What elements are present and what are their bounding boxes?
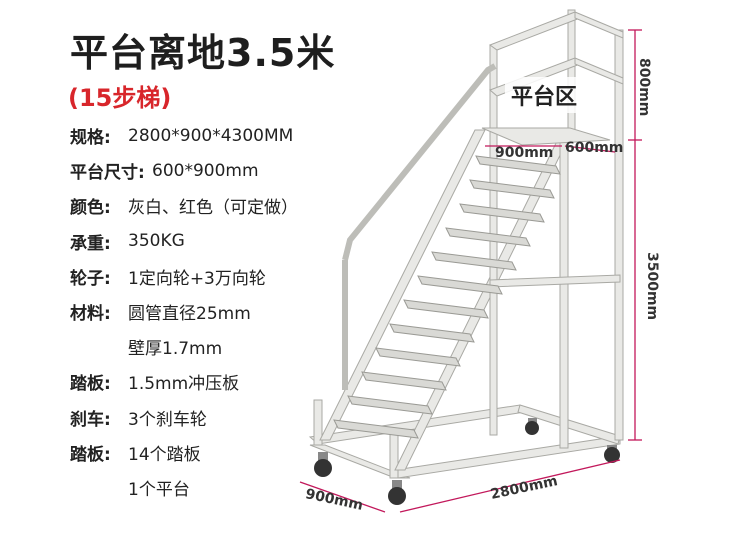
spec-value: 壁厚1.7mm — [128, 339, 223, 360]
spec-row-treads-cont: 1个平台 — [70, 470, 330, 505]
dim-platform-height: 800mm — [636, 58, 652, 117]
dimension-lines — [299, 29, 642, 513]
spec-row-tread: 踏板: 1.5mm冲压板 — [70, 364, 330, 399]
spec-value: 1.5mm冲压板 — [128, 374, 240, 395]
wheel-icon — [604, 445, 620, 463]
ladder-illustration — [299, 9, 642, 513]
spec-label: 承重: — [70, 233, 111, 254]
spec-label: 平台尺寸: — [70, 163, 145, 184]
spec-row-wheels: 轮子: 1定向轮+3万向轮 — [70, 259, 330, 294]
spec-label: 刹车: — [70, 409, 111, 430]
wheel-icon — [388, 480, 406, 505]
spec-label: 轮子: — [70, 268, 111, 289]
dim-platform-depth: 600mm — [565, 140, 624, 156]
wheel-icon — [525, 418, 539, 435]
spec-row-brake: 刹车: 3个刹车轮 — [70, 400, 330, 435]
spec-value: 1个平台 — [128, 479, 190, 500]
spec-label: 规格: — [70, 128, 111, 149]
spec-row-load: 承重: 350KG — [70, 224, 330, 259]
spec-row-size: 规格: 2800*900*4300MM — [70, 118, 330, 153]
spec-row-material-cont: 壁厚1.7mm — [70, 329, 330, 364]
wheel-icon — [314, 452, 332, 477]
spec-label: 颜色: — [70, 198, 111, 219]
platform-area-label: 平台区 — [505, 77, 584, 113]
spec-value: 600*900mm — [152, 160, 259, 181]
page-title: 平台离地3.5米 — [70, 31, 336, 75]
spec-row-platform-size: 平台尺寸: 600*900mm — [70, 153, 330, 188]
spec-row-color: 颜色: 灰白、红色（可定做） — [70, 188, 330, 223]
dim-platform-width: 900mm — [495, 145, 554, 161]
spec-label: 踏板: — [70, 444, 111, 465]
dim-height: 3500mm — [644, 252, 660, 321]
spec-value: 2800*900*4300MM — [128, 125, 294, 146]
spec-label: 材料: — [70, 304, 111, 325]
spec-value: 圆管直径25mm — [128, 304, 251, 325]
spec-value: 1定向轮+3万向轮 — [128, 268, 266, 289]
treads — [333, 155, 561, 439]
spec-row-material: 材料: 圆管直径25mm — [70, 294, 330, 329]
caster-wheels — [314, 418, 620, 505]
spec-value: 3个刹车轮 — [128, 409, 207, 430]
spec-value: 14个踏板 — [128, 444, 201, 465]
spec-row-treads-count: 踏板: 14个踏板 — [70, 435, 330, 470]
step-count-subtitle: (15步梯) — [68, 84, 172, 112]
spec-value: 灰白、红色（可定做） — [128, 198, 298, 219]
spec-list: 规格: 2800*900*4300MM 平台尺寸: 600*900mm 颜色: … — [70, 118, 330, 505]
spec-value: 350KG — [128, 231, 185, 252]
spec-label: 踏板: — [70, 374, 111, 395]
